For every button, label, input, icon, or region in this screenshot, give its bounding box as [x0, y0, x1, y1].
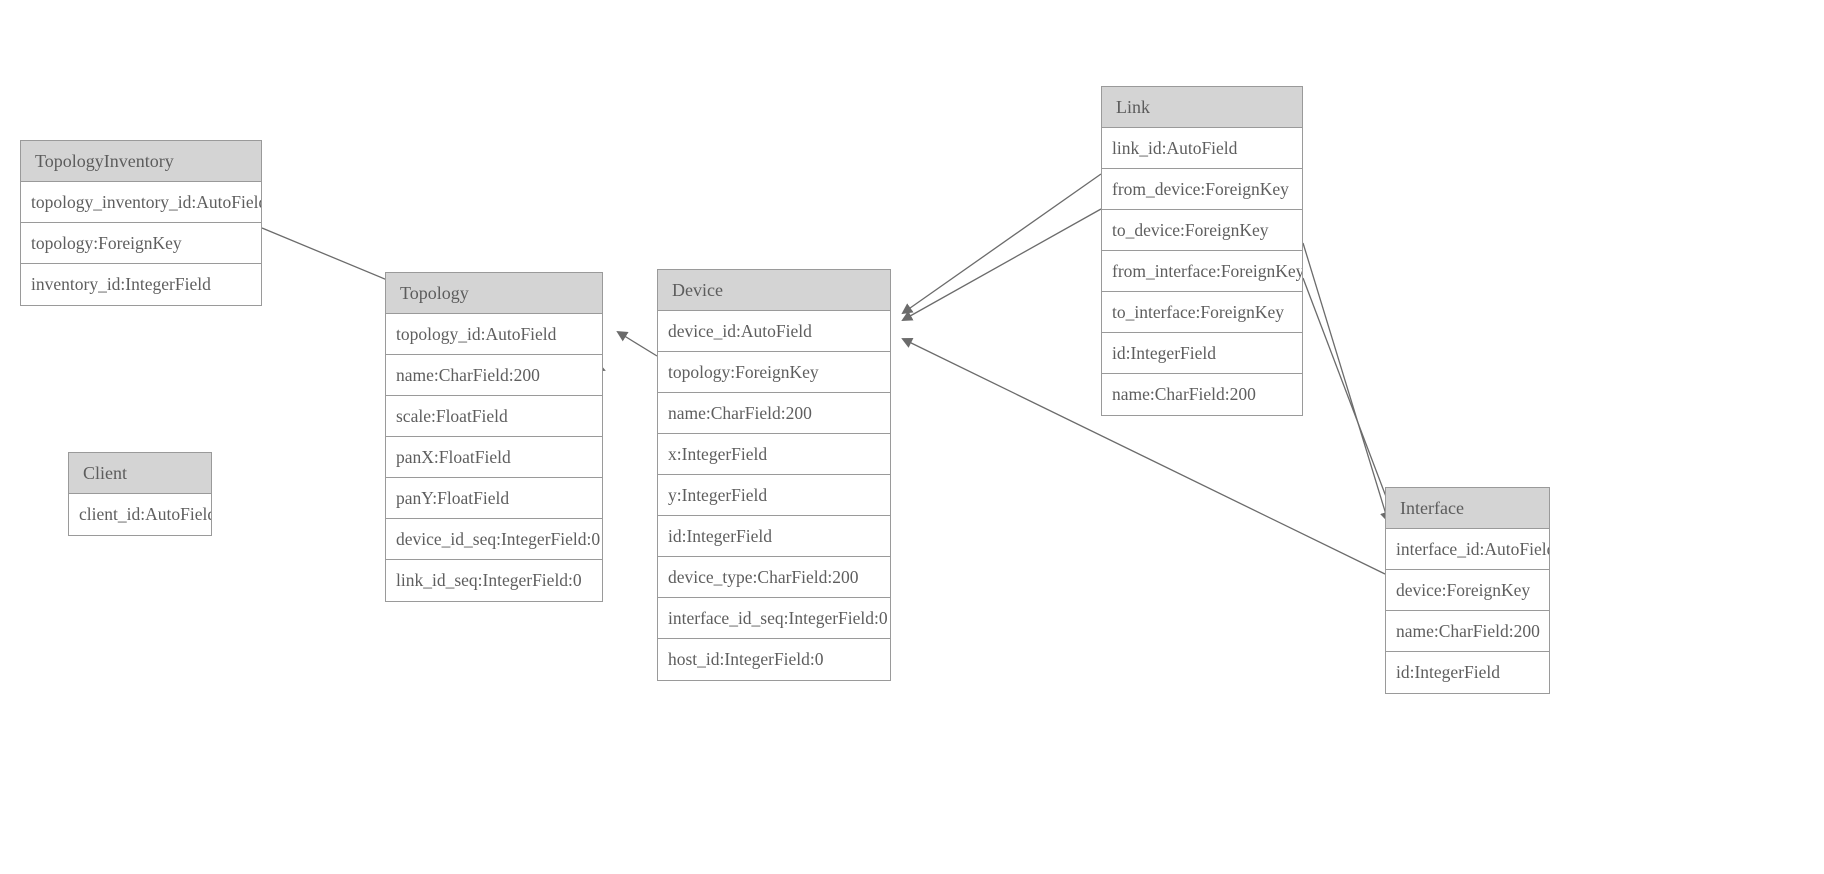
- entity-title-topology: Topology: [386, 273, 602, 314]
- entity-field: host_id:IntegerField:0: [658, 639, 890, 680]
- relation-device-topology: [616, 330, 658, 357]
- entity-field: panY:FloatField: [386, 478, 602, 519]
- relation-link-to-device: [901, 208, 1102, 321]
- relation-link-to-interface: [1302, 277, 1398, 525]
- entity-field: topology:ForeignKey: [658, 352, 890, 393]
- entity-title-device: Device: [658, 270, 890, 311]
- entity-field: y:IntegerField: [658, 475, 890, 516]
- entity-field: to_device:ForeignKey: [1102, 210, 1302, 251]
- entity-field: device_type:CharField:200: [658, 557, 890, 598]
- entity-field: device_id:AutoField: [658, 311, 890, 352]
- entity-field: topology_id:AutoField: [386, 314, 602, 355]
- entity-title-link: Link: [1102, 87, 1302, 128]
- entity-field: link_id:AutoField: [1102, 128, 1302, 169]
- entity-field: from_device:ForeignKey: [1102, 169, 1302, 210]
- entity-field: name:CharField:200: [386, 355, 602, 396]
- entity-field: interface_id:AutoField: [1386, 529, 1549, 570]
- entity-field: device_id_seq:IntegerField:0: [386, 519, 602, 560]
- entity-field: topology:ForeignKey: [21, 223, 261, 264]
- entity-field: link_id_seq:IntegerField:0: [386, 560, 602, 601]
- relation-link-from-interface: [1302, 242, 1391, 523]
- entity-field: topology_inventory_id:AutoField: [21, 182, 261, 223]
- entity-field: client_id:AutoField: [69, 494, 211, 535]
- entity-field: from_interface:ForeignKey: [1102, 251, 1302, 292]
- entity-field: interface_id_seq:IntegerField:0: [658, 598, 890, 639]
- entity-title-interface: Interface: [1386, 488, 1549, 529]
- relation-link-from-device: [901, 173, 1102, 315]
- entity-field: id:IntegerField: [1386, 652, 1549, 693]
- entity-field: scale:FloatField: [386, 396, 602, 437]
- entity-field: to_interface:ForeignKey: [1102, 292, 1302, 333]
- entity-title-topology-inventory: TopologyInventory: [21, 141, 261, 182]
- entity-title-client: Client: [69, 453, 211, 494]
- entity-field: device:ForeignKey: [1386, 570, 1549, 611]
- entity-field: panX:FloatField: [386, 437, 602, 478]
- entity-field: inventory_id:IntegerField: [21, 264, 261, 305]
- entity-field: name:CharField:200: [1386, 611, 1549, 652]
- entity-field: x:IntegerField: [658, 434, 890, 475]
- entity-field: name:CharField:200: [1102, 374, 1302, 415]
- entity-field: id:IntegerField: [658, 516, 890, 557]
- entity-field: id:IntegerField: [1102, 333, 1302, 374]
- entity-field: name:CharField:200: [658, 393, 890, 434]
